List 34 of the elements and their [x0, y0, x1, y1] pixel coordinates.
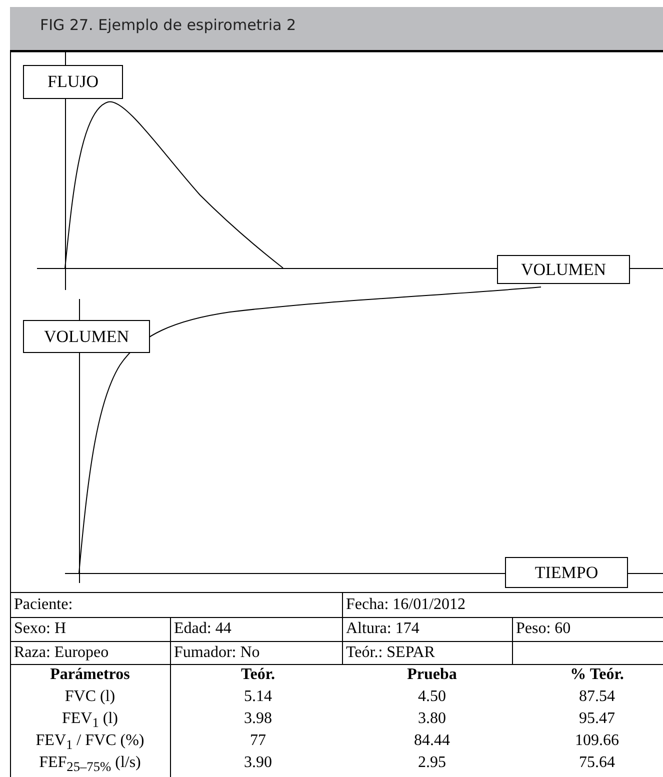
table-cell-text: 3.98	[243, 709, 273, 729]
table-cell-text: FEF$_{25–75%}$ (l/s)	[38, 753, 142, 776]
column-header: % Teór.	[569, 665, 625, 685]
column-header: Prueba	[406, 665, 458, 685]
table-cell-text: 2.95	[417, 753, 447, 773]
column-header: Teór.	[240, 665, 276, 685]
table-cell: Raza: Europeo	[14, 643, 109, 663]
table-cell-text: 4.50	[417, 687, 447, 707]
table-cell: Fecha: 16/01/2012	[346, 595, 466, 615]
table-cell-text: 87.54	[578, 687, 616, 707]
table-cell-text: 3.90	[243, 753, 273, 773]
table-cell-text: FVC (l)	[64, 687, 116, 707]
axis-label-box: VOLUMEN	[23, 320, 150, 353]
table-cell: Fumador: No	[174, 643, 260, 663]
table-cell: Peso: 60	[516, 619, 571, 639]
axis-label-box: FLUJO	[23, 65, 123, 99]
table-cell-text: 84.44	[413, 731, 451, 751]
table-cell-text: 109.66	[574, 731, 620, 751]
axis-label-box: VOLUMEN	[497, 255, 630, 284]
figure-title: FIG 27. Ejemplo de espirometria 2	[40, 16, 296, 34]
table-cell: Altura: 174	[346, 619, 420, 639]
table-cell-text: FEV$_{1}$ / FVC (%)	[34, 731, 146, 754]
table-cell-text: FEV$_{1}$ (l)	[60, 709, 119, 732]
table-cell-text: 75.64	[578, 753, 616, 773]
table-cell: Edad: 44	[174, 619, 232, 639]
table-cell: Paciente:	[14, 595, 73, 615]
table-cell: Sexo: H	[14, 619, 66, 639]
table-cell-text: 77	[249, 731, 267, 751]
axis-label-box: TIEMPO	[505, 557, 628, 588]
table-cell-text: 95.47	[578, 709, 616, 729]
table-cell-text: 5.14	[243, 687, 273, 707]
column-header: Parámetros	[49, 665, 131, 685]
table-cell: Teór.: SEPAR	[346, 643, 435, 663]
table-cell-text: 3.80	[417, 709, 447, 729]
